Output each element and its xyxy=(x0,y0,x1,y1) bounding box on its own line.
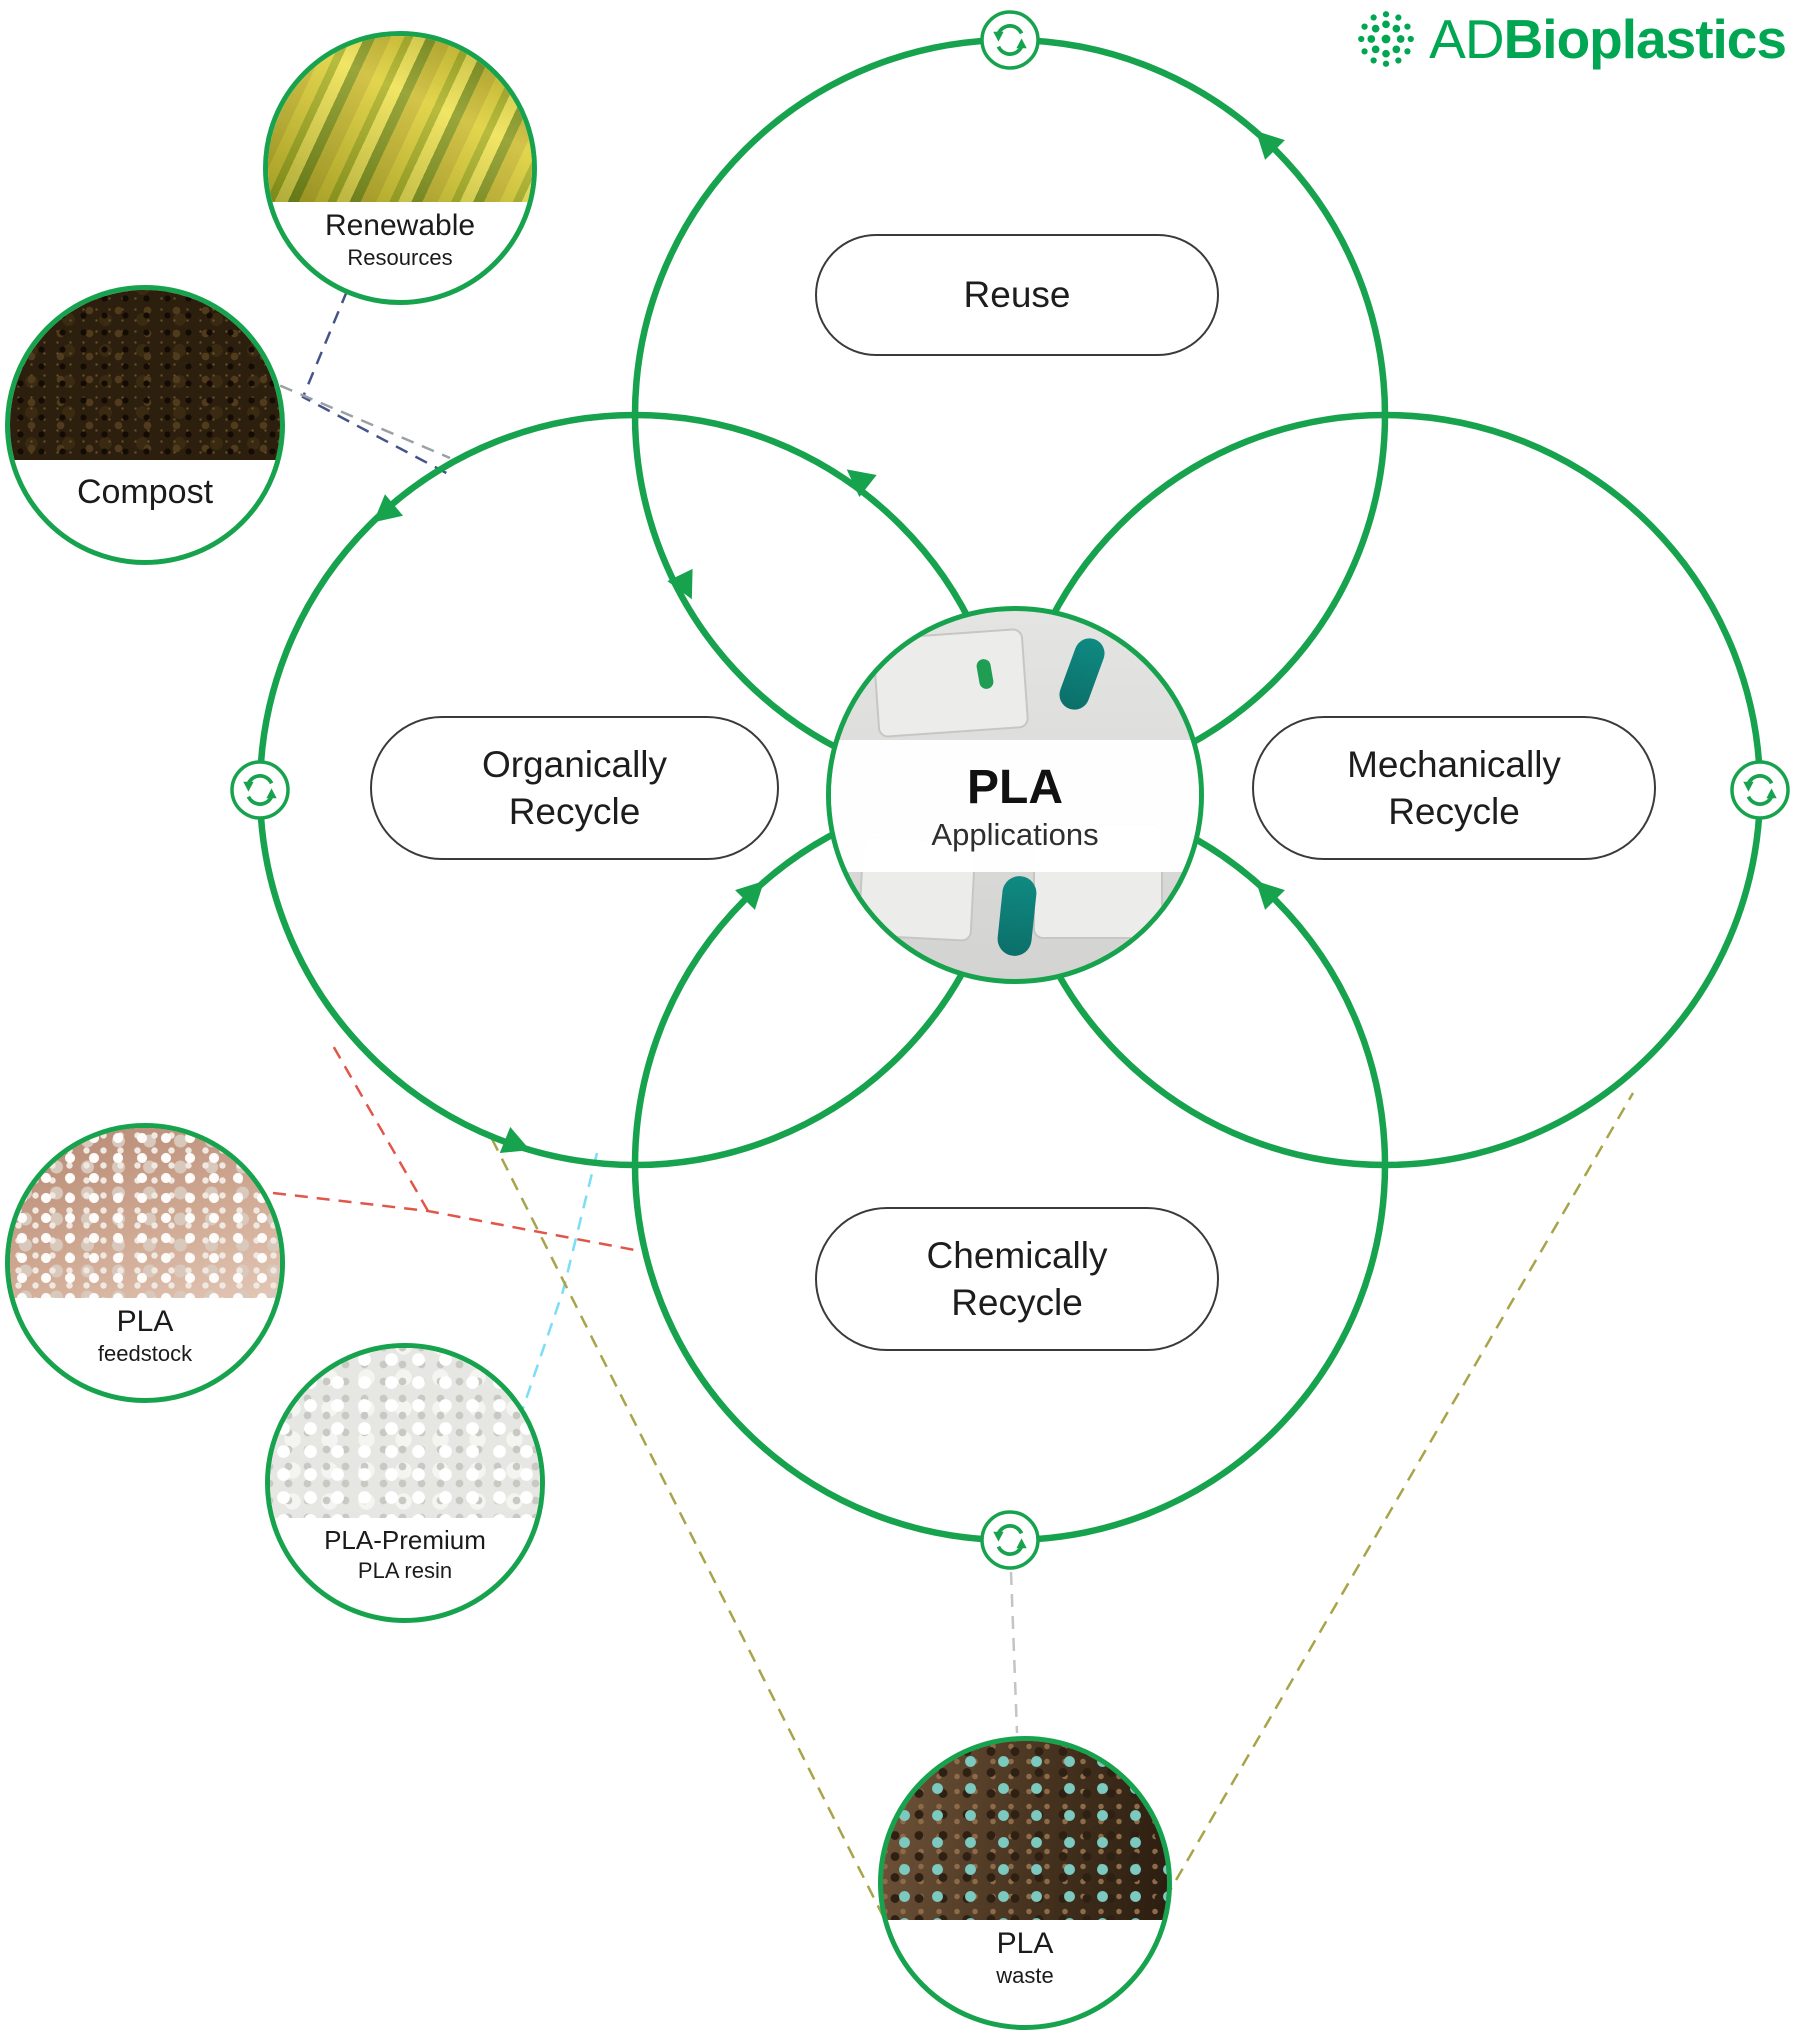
flow-arrow-icon xyxy=(846,469,877,498)
photo-caption: PLA feedstock xyxy=(10,1298,280,1398)
recycle-badge-bottom xyxy=(980,1510,1040,1570)
brand-logo: ADBioplastics xyxy=(1353,6,1787,72)
recycle-arrows-icon xyxy=(993,1524,1027,1556)
photo-caption: PLA waste xyxy=(883,1920,1167,2025)
center-node-pla-applications: PLA Applications xyxy=(826,606,1204,984)
connector-lines xyxy=(259,290,1635,1919)
recycle-badge-ring xyxy=(980,1510,1040,1570)
flow-arrow-icon xyxy=(499,1127,531,1153)
dotted-sphere-icon xyxy=(1358,11,1415,67)
connector-pla-waste-right xyxy=(1152,1092,1635,1919)
teal-bottle-shape xyxy=(1054,633,1109,714)
caption-line1: Renewable xyxy=(324,209,476,243)
pill-mechanically-line2: Recycle xyxy=(1388,791,1520,832)
connector-compost xyxy=(259,375,451,460)
photo-caption: Renewable Resources xyxy=(268,202,532,300)
pill-mechanically-recycle: Mechanically Recycle xyxy=(1252,716,1656,860)
caption-line2: feedstock xyxy=(97,1341,193,1367)
pill-reuse: Reuse xyxy=(815,234,1219,356)
pill-organically-line1: Organically xyxy=(481,743,668,785)
pill-chemically-recycle: Chemically Recycle xyxy=(815,1207,1219,1351)
pill-chemically-line2: Recycle xyxy=(951,1282,1083,1323)
flow-arrow-icon xyxy=(1255,130,1285,160)
flow-arrow-icon xyxy=(735,880,765,910)
recycle-badge-left xyxy=(230,760,290,820)
flow-arrow-icon xyxy=(667,568,693,600)
connector-pla-waste-top xyxy=(1009,1571,1019,1734)
center-subtitle: Applications xyxy=(931,816,1099,852)
packaging-tray-shape xyxy=(871,627,1030,738)
pill-organically-line2: Recycle xyxy=(508,791,641,832)
brand-wordmark: ADBioplastics xyxy=(1429,7,1787,71)
caption-line2: PLA resin xyxy=(357,1558,453,1584)
photo-renewable-resources: Renewable Resources xyxy=(263,31,537,305)
brand-prefix: AD xyxy=(1429,8,1504,70)
caption-line1: Compost xyxy=(76,473,214,512)
pill-reuse-label: Reuse xyxy=(963,274,1071,316)
connector-pla-premium-resin xyxy=(519,1152,599,1415)
pill-mechanically-line1: Mechanically xyxy=(1347,743,1561,785)
recycle-arrows-icon xyxy=(1743,774,1777,806)
center-label-band: PLA Applications xyxy=(831,739,1199,873)
flow-arrow-icon xyxy=(373,494,403,523)
teal-bottle-shape xyxy=(996,874,1039,958)
recycle-arrows-icon xyxy=(243,774,277,806)
recycle-badge-top xyxy=(980,10,1040,70)
pill-organically-recycle: Organically Recycle xyxy=(370,716,779,860)
photo-compost: Compost xyxy=(5,285,285,565)
caption-line2: waste xyxy=(996,1962,1054,1988)
connector-pla-feedstock-branch xyxy=(330,1043,430,1212)
recycle-badge-ring xyxy=(1730,760,1790,820)
recycle-badge-right xyxy=(1730,760,1790,820)
photo-pla-feedstock: PLA feedstock xyxy=(5,1123,285,1403)
flow-arrows xyxy=(373,130,1285,1153)
caption-line2: Resources xyxy=(347,245,453,271)
recycle-arrows-icon xyxy=(993,24,1027,56)
photo-pla-waste: PLA waste xyxy=(878,1736,1172,2030)
photo-pla-premium-resin: PLA-Premium PLA resin xyxy=(265,1343,545,1623)
caption-line1: PLA-Premium xyxy=(324,1525,486,1556)
pill-chemically-line1: Chemically xyxy=(926,1234,1108,1276)
photo-caption: Compost xyxy=(10,460,280,560)
center-title: PLA xyxy=(967,760,1063,814)
connector-pla-waste-left xyxy=(490,1138,886,1919)
brand-suffix: Bioplastics xyxy=(1503,8,1787,70)
caption-line1: PLA xyxy=(996,1926,1054,1960)
caption-line1: PLA xyxy=(116,1305,174,1339)
recycle-badges xyxy=(230,10,1790,1570)
connector-renewable-resources xyxy=(301,290,453,478)
recycle-badge-ring xyxy=(980,10,1040,70)
recycle-badge-ring xyxy=(230,760,290,820)
photo-caption: PLA-Premium PLA resin xyxy=(270,1518,540,1618)
flow-arrow-icon xyxy=(1255,880,1285,910)
